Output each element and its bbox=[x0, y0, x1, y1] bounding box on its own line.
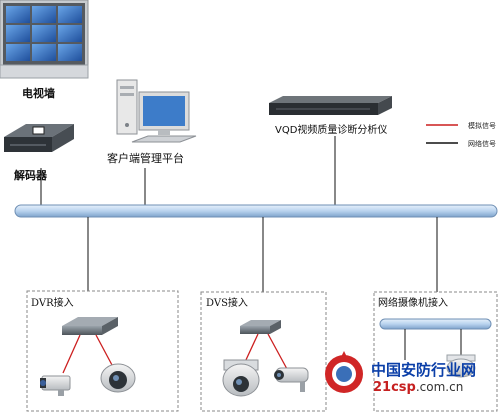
dvr-analog-line-2 bbox=[95, 334, 113, 366]
dvr-group-label: DVR接入 bbox=[31, 298, 74, 309]
client-pc-icon bbox=[116, 79, 197, 143]
video-wall-screens bbox=[6, 6, 82, 61]
dome-camera-icon bbox=[100, 363, 136, 393]
dvr-device-icon bbox=[62, 317, 118, 335]
ipc-group-box bbox=[373, 291, 498, 412]
decoder-device-icon bbox=[4, 124, 74, 152]
dvs-group-label: DVS接入 bbox=[206, 298, 248, 309]
legend-network-label: 网络信号 bbox=[468, 140, 496, 148]
client-platform-label: 客户端管理平台 bbox=[107, 152, 184, 165]
dvs-analog-line-2 bbox=[267, 333, 288, 370]
dvs-device-icon bbox=[240, 320, 281, 334]
network-dome-camera-icon bbox=[446, 354, 476, 378]
ipc-switch-bar bbox=[379, 318, 492, 330]
video-wall bbox=[0, 0, 89, 79]
watermark-domain-main: 21csp bbox=[373, 380, 416, 395]
watermark-domain-tld: .com.cn bbox=[415, 380, 464, 394]
decoder-label: 解码器 bbox=[14, 169, 47, 182]
dvs-analog-line-1 bbox=[244, 333, 259, 363]
dvr-group-box bbox=[26, 290, 179, 412]
vqd-analyzer-icon bbox=[269, 96, 392, 115]
network-bus bbox=[14, 204, 498, 218]
video-wall-label: 电视墙 bbox=[22, 87, 55, 100]
watermark-domain: 21csp.com.cn bbox=[373, 380, 463, 395]
ipc-group-label: 网络摄像机接入 bbox=[378, 298, 448, 309]
legend-analog-label: 模拟信号 bbox=[468, 122, 496, 130]
legend bbox=[426, 124, 458, 144]
dvr-analog-line-1 bbox=[62, 334, 81, 374]
speed-dome-camera-icon bbox=[222, 359, 260, 397]
bullet-camera-icon bbox=[274, 367, 309, 392]
watermark-site-name: 中国安防行业网 bbox=[371, 361, 477, 379]
vqd-label: VQD视频质量诊断分析仪 bbox=[275, 125, 388, 136]
watermark-seal-logo bbox=[325, 351, 363, 393]
box-camera-icon bbox=[40, 375, 71, 396]
dvs-group-box bbox=[200, 291, 327, 412]
